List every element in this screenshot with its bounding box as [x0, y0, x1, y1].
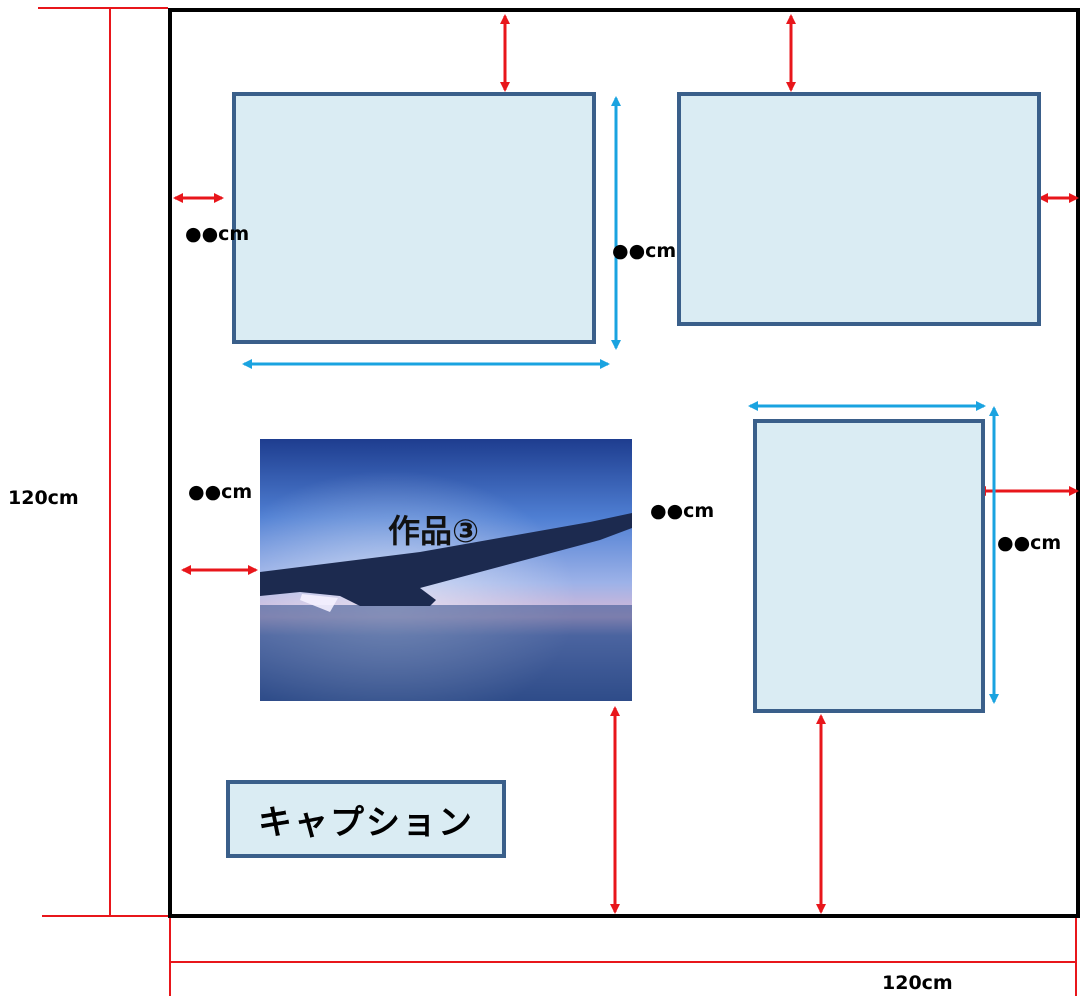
- artwork-frame-1: [232, 92, 596, 344]
- height-dimension: [38, 7, 168, 917]
- wall-boundary: [168, 8, 1080, 918]
- artwork-title: 作品③: [388, 512, 480, 550]
- artwork-photo: [260, 439, 632, 701]
- height-label: 120cm: [8, 487, 79, 509]
- width-dimension: [169, 918, 1077, 996]
- gap-label-left-top: ●●cm: [185, 223, 250, 245]
- gap-label-photo-right: ●●cm: [650, 500, 715, 522]
- airplane-wing: [260, 513, 632, 606]
- caption-box: キャプション: [226, 780, 506, 858]
- caption-label: キャプション: [258, 802, 474, 843]
- artwork-frame-2: [677, 92, 1041, 326]
- gap-label-frame4-height: ●●cm: [997, 532, 1062, 554]
- gap-label-frame1-height: ●●cm: [612, 240, 677, 262]
- artwork-frame-4: [753, 419, 985, 713]
- width-label: 120cm: [882, 972, 953, 994]
- size-arrows: [242, 96, 999, 704]
- gap-label-left-middle: ●●cm: [188, 481, 253, 503]
